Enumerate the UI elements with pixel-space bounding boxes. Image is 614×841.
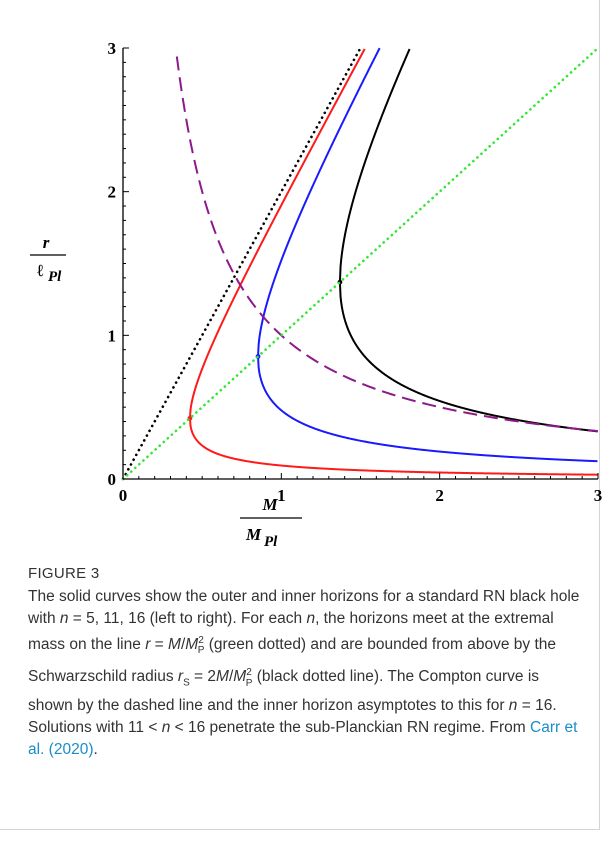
y-tick-label: 0 (108, 470, 117, 489)
x-tick-label: 3 (594, 486, 603, 505)
y-tick-label: 1 (108, 326, 117, 345)
y-tick-label: 2 (108, 183, 117, 202)
x-tick-label: 0 (119, 486, 128, 505)
figure-label: FIGURE 3 (28, 565, 100, 582)
x-axis-label: M M Pl (240, 495, 302, 550)
horizon-curve-n5 (188, 48, 598, 476)
series-dotted-line-5 (121, 46, 600, 481)
chart-marks (121, 46, 600, 481)
figure-plot: 0 1 2 3 0 1 2 3 r ℓ Pl M M Pl (30, 39, 603, 550)
series-dotted-line-4 (121, 46, 362, 481)
citation-link[interactable]: Carr et al. (2020) (28, 718, 578, 758)
figure-frame (0, 0, 600, 830)
x-tick-label: 1 (277, 486, 286, 505)
compton-curve (175, 56, 599, 433)
horizon-curve-n11 (257, 47, 598, 463)
x-label-den: M (245, 525, 262, 544)
y-tick-label: 3 (108, 39, 117, 58)
chart-axes: 0 1 2 3 0 1 2 3 (108, 39, 603, 505)
y-label-den-sub: Pl (48, 269, 62, 285)
horizon-curve-n16 (338, 48, 598, 433)
x-label-num: M (261, 495, 278, 514)
figure-caption: FIGURE 3 The solid curves show the outer… (28, 565, 588, 761)
figure-caption-text: The solid curves show the outer and inne… (28, 588, 580, 758)
y-label-den: ℓ (37, 261, 44, 280)
x-tick-label: 2 (435, 486, 444, 505)
y-axis-label: r ℓ Pl (30, 233, 66, 285)
x-label-den-sub: Pl (264, 534, 278, 550)
y-label-num: r (43, 233, 50, 252)
